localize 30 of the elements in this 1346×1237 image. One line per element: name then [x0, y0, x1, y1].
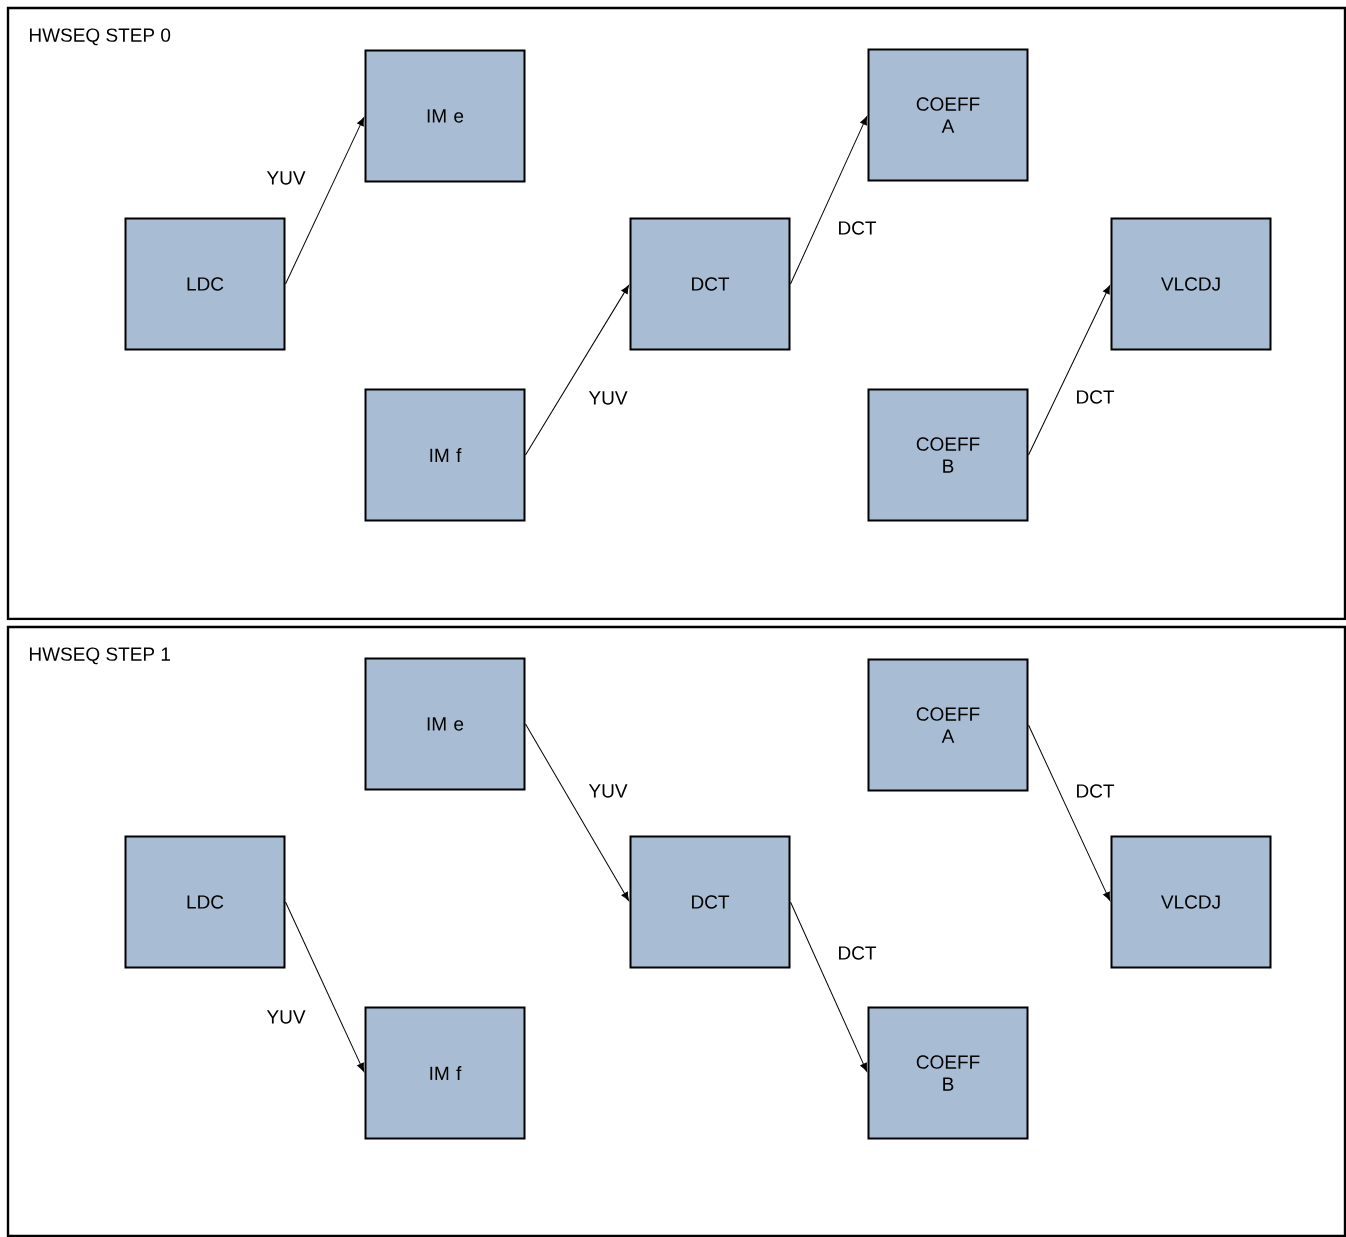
edge-label: YUV	[586, 389, 630, 407]
edge-label: YUV	[264, 1008, 308, 1026]
arrow	[285, 901, 365, 1072]
process-box: DCT	[629, 217, 791, 351]
arrow	[525, 723, 629, 901]
edge-label: DCT	[835, 944, 879, 962]
process-box: LDC	[124, 835, 286, 969]
process-box: VLCDJ	[1110, 835, 1272, 969]
arrow	[525, 285, 629, 456]
process-box: IM e	[364, 657, 526, 791]
process-box: IM e	[364, 49, 526, 183]
process-box: COEFF B	[867, 388, 1029, 522]
process-box: IM f	[364, 388, 526, 522]
arrow	[790, 901, 868, 1072]
edge-label: DCT	[1073, 388, 1117, 406]
process-box: COEFF A	[867, 658, 1029, 792]
arrow	[1028, 724, 1111, 901]
edge-label: YUV	[264, 169, 308, 187]
arrow	[790, 116, 868, 285]
process-box: DCT	[629, 835, 791, 969]
arrow	[285, 117, 365, 285]
arrow	[1028, 285, 1111, 456]
process-box: COEFF B	[867, 1006, 1029, 1140]
process-box: IM f	[364, 1006, 526, 1140]
process-box: LDC	[124, 217, 286, 351]
process-box: VLCDJ	[1110, 217, 1272, 351]
edge-label: DCT	[1073, 782, 1117, 800]
edge-label: YUV	[586, 782, 630, 800]
edge-label: DCT	[835, 219, 879, 237]
process-box: COEFF A	[867, 48, 1029, 182]
